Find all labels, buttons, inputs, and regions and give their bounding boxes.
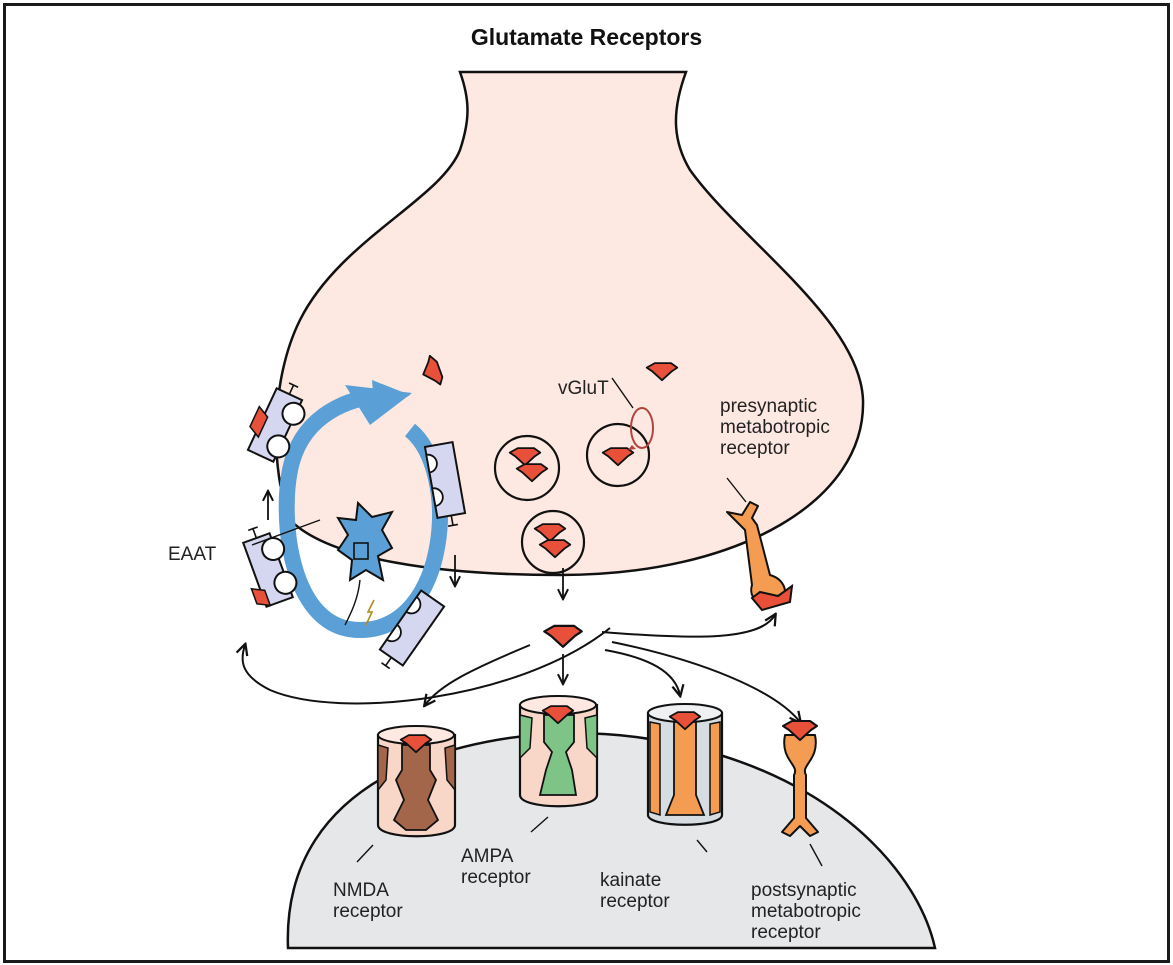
figure-title: Glutamate Receptors	[470, 24, 703, 50]
synaptic-vesicle	[520, 509, 586, 575]
ampa-receptor	[518, 695, 599, 808]
eaat-transporter	[378, 589, 446, 670]
vglut-transporter-icon	[628, 407, 654, 450]
postsynaptic-metabotropic-label: postsynaptic metabotropic receptor	[751, 880, 861, 943]
nmda-label: NMDA receptor	[333, 880, 403, 922]
eaat-transporter	[241, 526, 298, 609]
vglut-label: vGluT	[558, 378, 609, 399]
nmda-receptor	[376, 725, 457, 838]
eaat-transporter	[246, 382, 306, 464]
eaat-transporter	[423, 440, 467, 527]
presynaptic-terminal	[274, 70, 865, 577]
figure-frame	[3, 3, 1170, 963]
eaat-cycle-arrow	[278, 380, 448, 639]
kainate-receptor	[646, 703, 724, 826]
glutamate-molecule	[543, 624, 583, 648]
synaptic-vesicle	[585, 422, 651, 488]
presynaptic-metabotropic-label: presynaptic metabotropic receptor	[720, 396, 830, 459]
eaat-label: EAAT	[168, 544, 217, 565]
synaptic-vesicle	[493, 434, 561, 502]
enzyme-star-icon	[336, 500, 394, 626]
presynaptic-metabotropic-receptor	[726, 501, 794, 612]
ampa-label: AMPA receptor	[461, 846, 531, 888]
postsynaptic-metabotropic-receptor	[781, 720, 819, 837]
kainate-label: kainate receptor	[600, 870, 670, 912]
